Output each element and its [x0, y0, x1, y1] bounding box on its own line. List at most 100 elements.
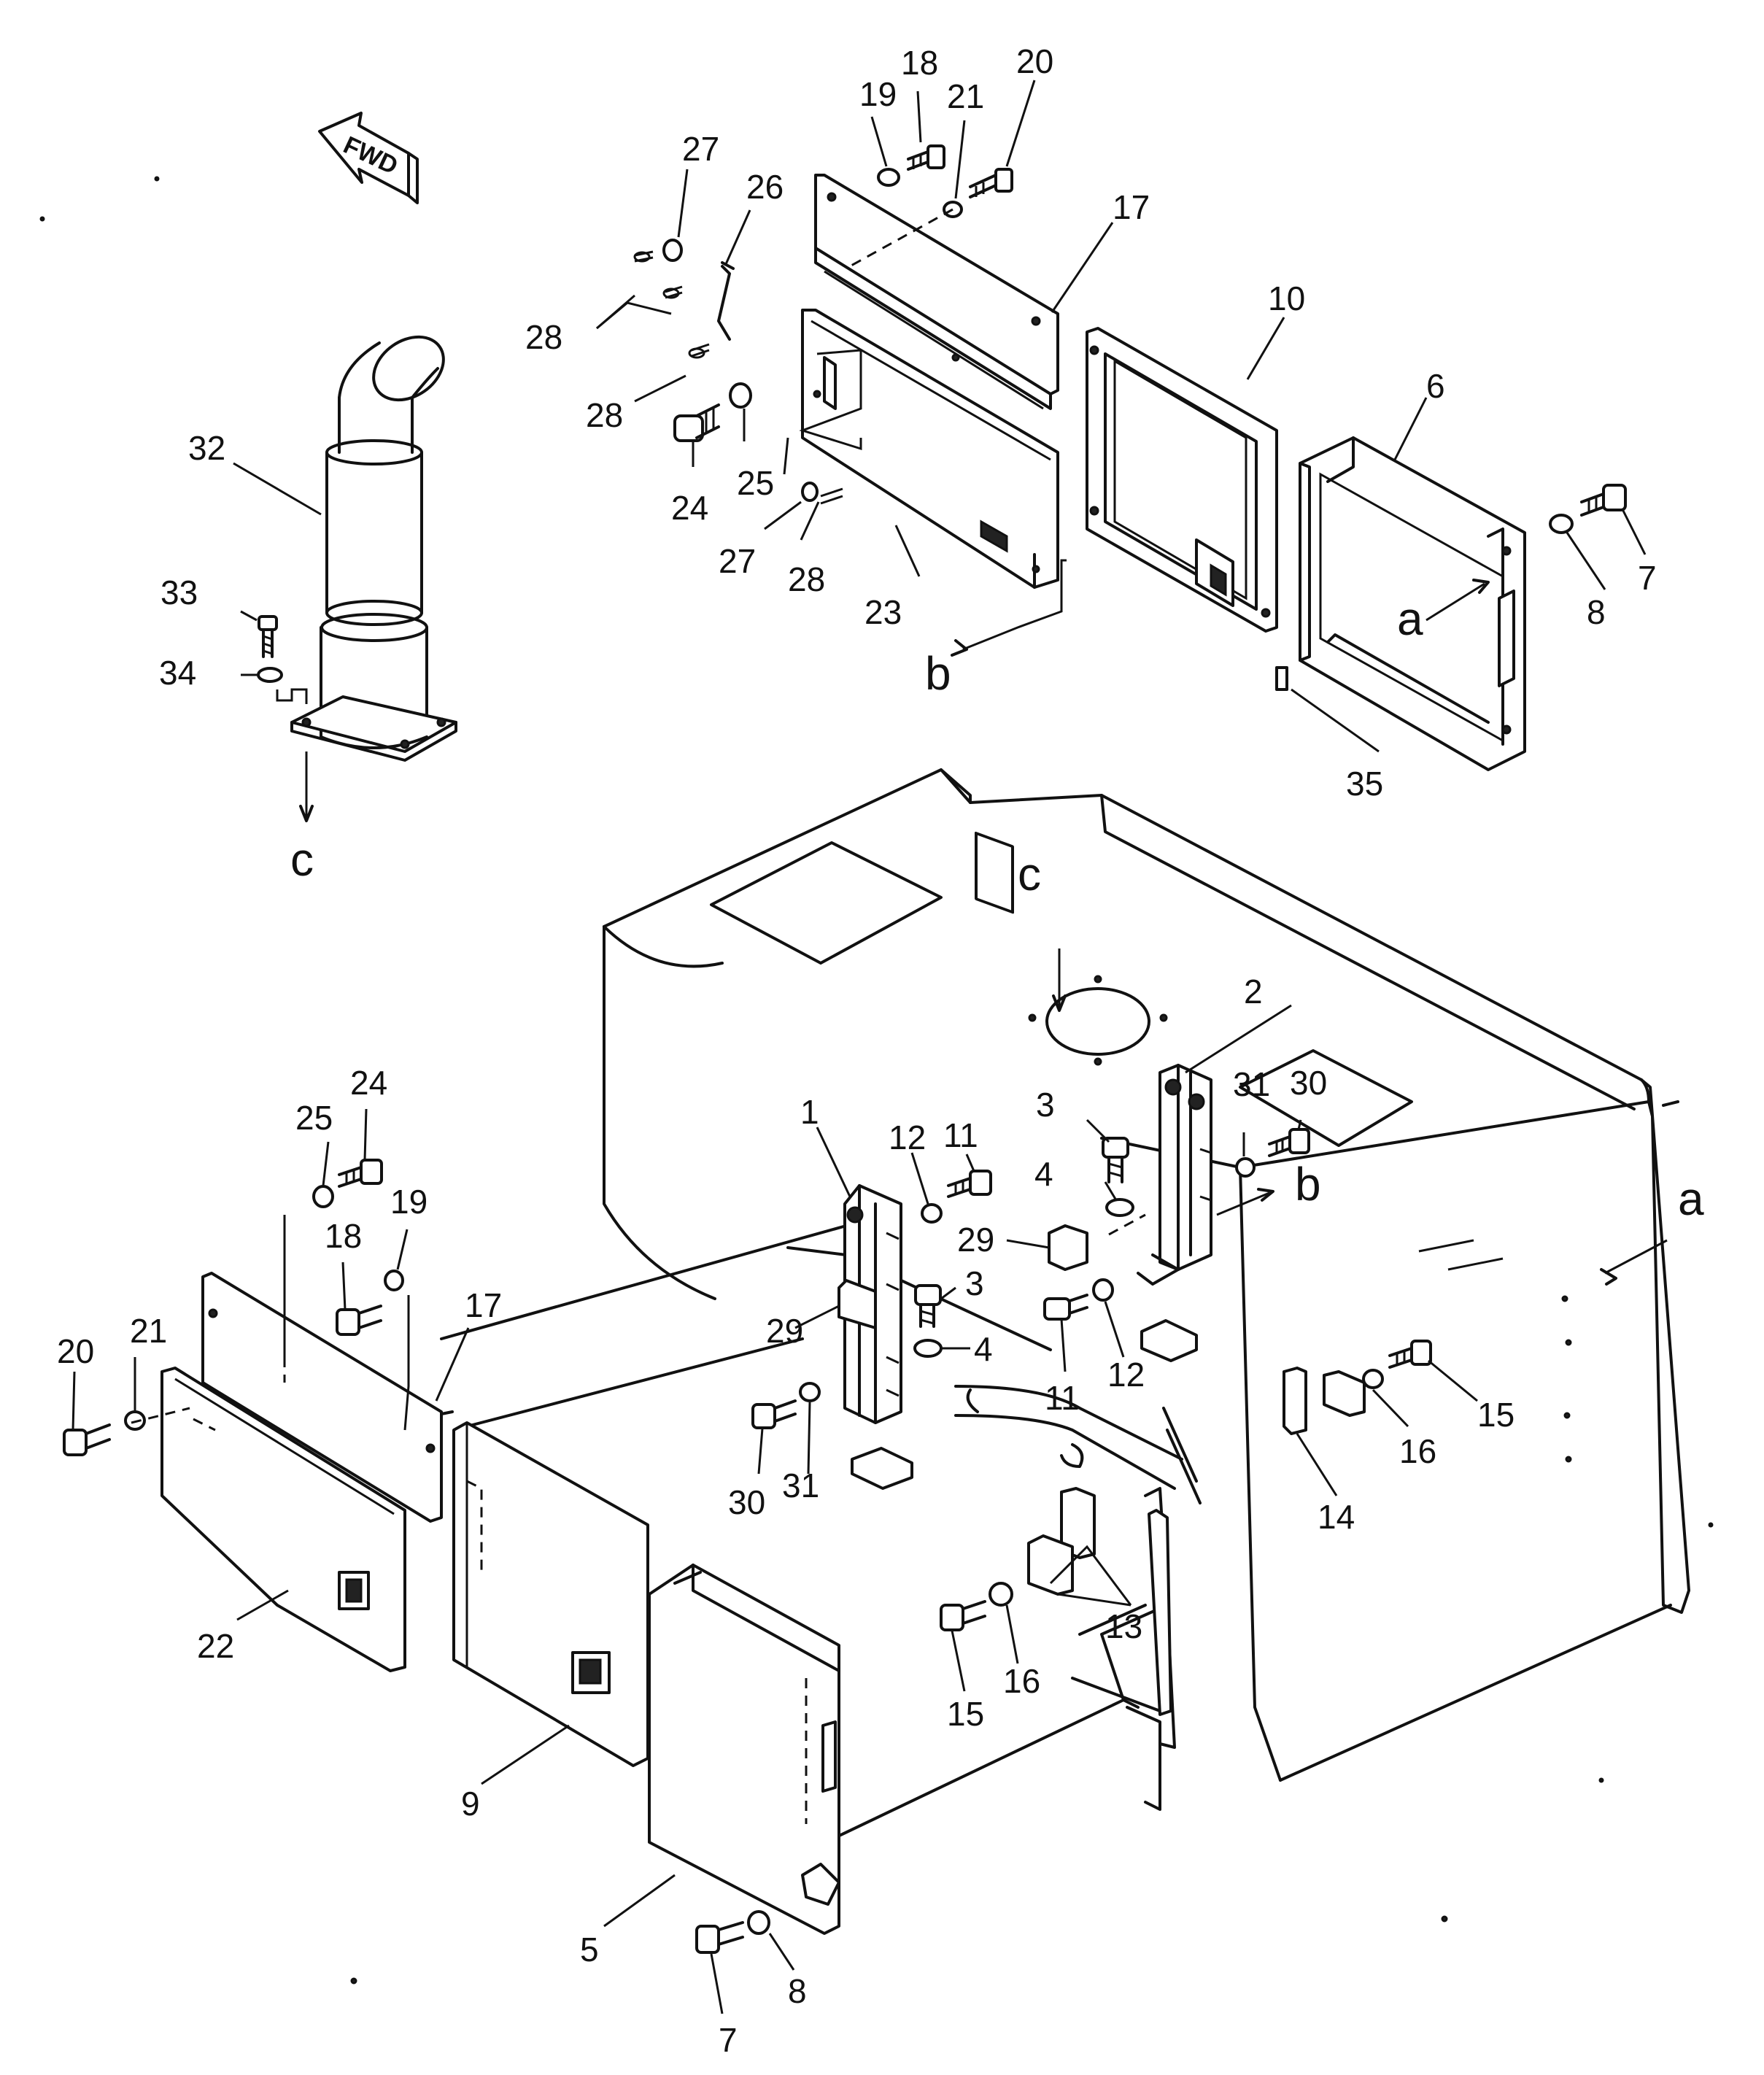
bolt-3-upper — [1102, 1137, 1129, 1183]
block-13-lower — [1027, 1534, 1074, 1596]
washer-27-lower — [801, 482, 819, 502]
bolt-30-lower — [751, 1399, 797, 1429]
callout-14: 14 — [1318, 1498, 1355, 1536]
callout-21-upper: 21 — [947, 77, 984, 115]
fwd-label: FWD — [339, 131, 402, 180]
callout-20-upper: 20 — [1016, 42, 1053, 80]
door-23-upper — [801, 309, 1059, 914]
callout-34: 34 — [159, 654, 196, 692]
ref-letter-a-upper: a — [1397, 592, 1423, 645]
washer-12-lower — [1092, 1278, 1114, 1302]
callout-15-right: 15 — [1477, 1396, 1515, 1434]
callout-24-lower: 24 — [350, 1064, 387, 1102]
callout-28-b: 28 — [586, 396, 623, 434]
callout-28-a: 28 — [525, 318, 562, 356]
bolt-24-lower — [338, 1159, 383, 1188]
washer-16-right — [1362, 1369, 1384, 1389]
callout-31-upper: 31 — [1233, 1065, 1270, 1103]
bolt-30-upper — [1268, 1128, 1310, 1157]
callout-25-upper: 25 — [737, 464, 774, 502]
washer-19-lower — [384, 1270, 404, 1291]
scan-specks — [39, 176, 1714, 1985]
callout-3-upper: 3 — [1036, 1086, 1055, 1124]
callout-22: 22 — [197, 1627, 234, 1665]
machine-body — [433, 768, 1690, 1855]
muffler-washer-34 — [257, 667, 283, 683]
callout-10: 10 — [1268, 279, 1305, 317]
bolt-3-lower — [914, 1284, 942, 1328]
bolt-18-lower — [336, 1305, 382, 1336]
washer-21-lower — [124, 1410, 146, 1431]
washer-25-upper — [729, 382, 752, 409]
fwd-arrow-icon: FWD — [318, 112, 419, 204]
bolt-20-upper — [969, 168, 1013, 198]
callout-18-lower: 18 — [325, 1217, 362, 1255]
callout-23: 23 — [864, 593, 902, 631]
ref-letter-c-lower: c — [1018, 848, 1041, 900]
callout-19-upper: 19 — [859, 75, 897, 113]
callout-4-upper: 4 — [1034, 1155, 1053, 1193]
bolt-7-upper — [1580, 484, 1627, 517]
callout-17-lower: 17 — [465, 1286, 502, 1324]
cover-plate-17-lower — [201, 1272, 443, 1523]
callout-2: 2 — [1244, 973, 1263, 1011]
muffler-part — [290, 335, 457, 762]
washer-4-upper — [1105, 1198, 1134, 1217]
callout-25-lower: 25 — [295, 1099, 333, 1137]
callout-1: 1 — [800, 1093, 819, 1131]
door-frame-5 — [648, 1564, 840, 1935]
ref-letter-a-lower: a — [1678, 1172, 1704, 1225]
callout-8-upper: 8 — [1587, 593, 1606, 631]
callout-35: 35 — [1346, 765, 1383, 803]
callout-8-lower: 8 — [788, 1972, 807, 2010]
washer-8-lower — [747, 1910, 770, 1935]
callout-24-upper: 24 — [671, 489, 708, 527]
cotter-pins-28 — [633, 250, 843, 505]
washer-31-lower — [799, 1382, 821, 1402]
panel-10 — [1086, 327, 1278, 633]
washer-19-upper — [877, 168, 900, 187]
bolt-11-upper — [947, 1170, 992, 1198]
bumper-35 — [1275, 666, 1288, 691]
callout-6: 6 — [1426, 367, 1445, 405]
callout-18-upper: 18 — [901, 44, 938, 82]
washer-4-lower — [913, 1339, 943, 1358]
callout-29-lower: 29 — [766, 1312, 803, 1350]
callout-16-right: 16 — [1399, 1432, 1436, 1470]
callout-19-lower: 19 — [390, 1183, 428, 1221]
bolt-20-lower — [63, 1423, 111, 1456]
callout-27-upper: 27 — [682, 130, 719, 168]
callout-17-upper: 17 — [1113, 188, 1150, 226]
plate-upper-right — [1140, 1319, 1198, 1362]
muffler-bolt-33 — [258, 615, 278, 658]
door-22 — [160, 1367, 406, 1672]
callout-15-lower: 15 — [947, 1695, 984, 1733]
callout-4-lower: 4 — [974, 1330, 993, 1368]
callout-33: 33 — [160, 573, 198, 611]
block-29-upper — [1048, 1224, 1088, 1271]
callout-21-lower: 21 — [130, 1312, 167, 1350]
door-frame-6 — [1299, 436, 1526, 771]
callout-12-lower: 12 — [1107, 1356, 1145, 1394]
callout-32: 32 — [188, 429, 225, 467]
ref-letter-b-upper: b — [925, 647, 951, 700]
callout-11-upper: 11 — [943, 1116, 978, 1154]
callout-11-lower: 11 — [1045, 1379, 1080, 1417]
callout-7-upper: 7 — [1638, 559, 1657, 597]
bolt-18-upper — [907, 144, 945, 171]
ref-letter-b-lower: b — [1295, 1158, 1321, 1210]
hinge-bracket-1 — [837, 1184, 913, 1490]
washer-12-upper — [921, 1203, 943, 1224]
washer-25-lower — [312, 1185, 334, 1208]
block-14 — [1283, 1367, 1307, 1435]
callout-30-lower: 30 — [728, 1483, 765, 1521]
ref-letter-c-upper: c — [290, 833, 314, 886]
callout-31-lower: 31 — [782, 1467, 819, 1504]
callout-28-c: 28 — [788, 560, 825, 598]
cover-plate-17-upper — [814, 174, 1059, 410]
bolt-11-lower — [1043, 1294, 1088, 1321]
callout-26: 26 — [746, 168, 784, 206]
callout-12-upper: 12 — [889, 1118, 926, 1156]
plate-16-right — [1323, 1370, 1366, 1417]
